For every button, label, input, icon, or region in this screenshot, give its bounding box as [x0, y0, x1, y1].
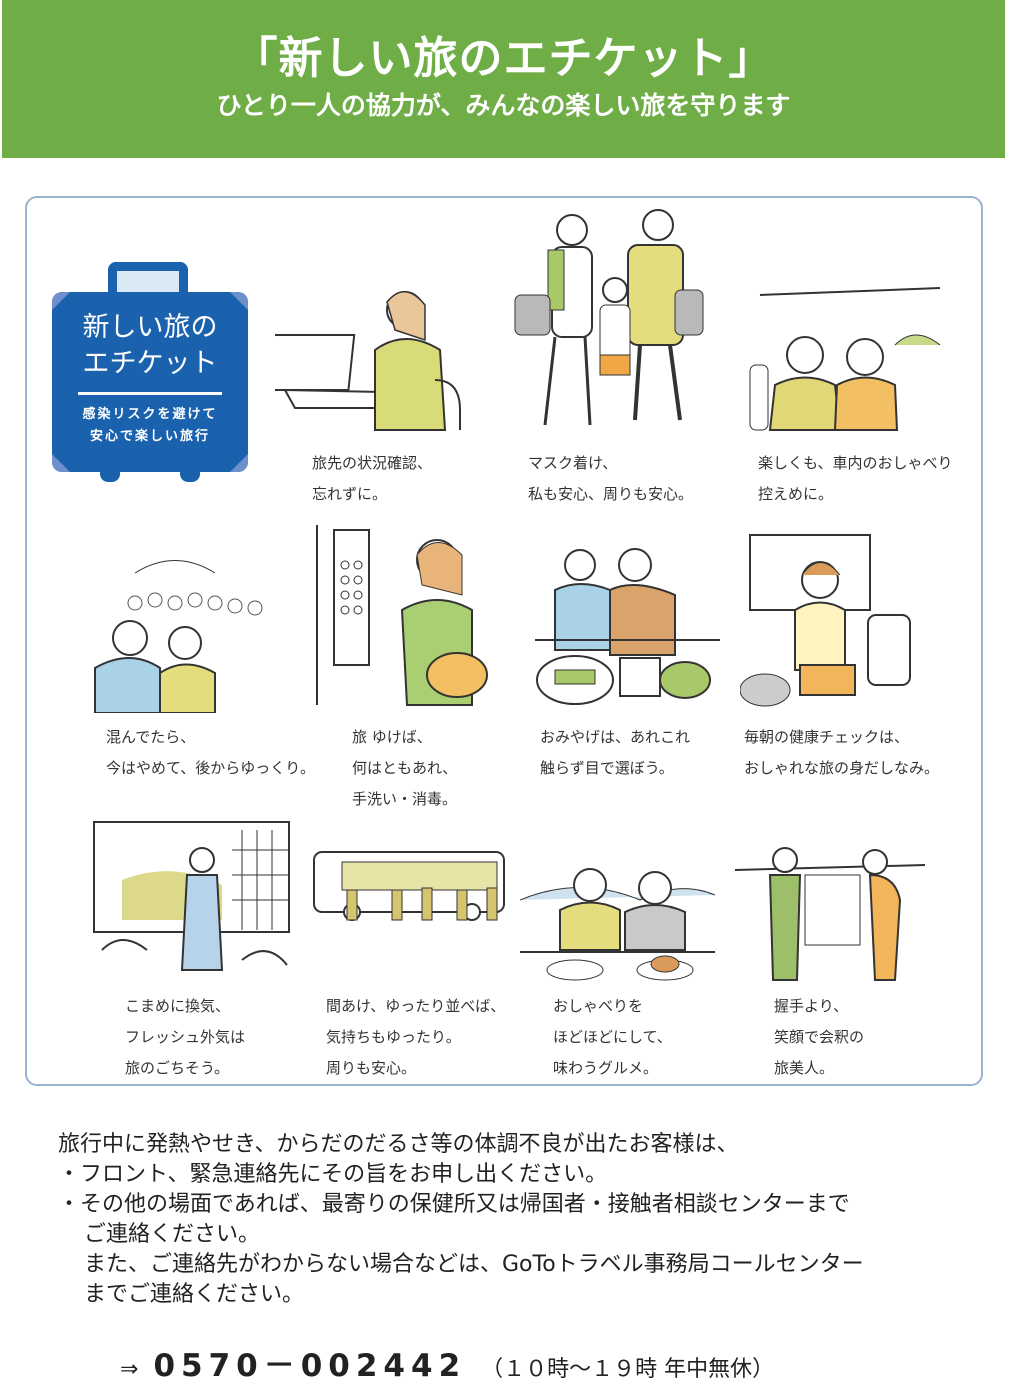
logo-title-line2: エチケット [82, 348, 218, 379]
caption-line: 混んでたら、 [106, 728, 196, 746]
crowd-avoidance-illustration [94, 560, 263, 713]
contact-line: ⇒ 0570－002442 （１０時～１９時 年中無休） [120, 1340, 774, 1385]
health-check-illustration [740, 534, 911, 707]
caption-line: 味わうグルメ。 [553, 1059, 659, 1077]
caption-line: 握手より、 [774, 997, 849, 1015]
page-title: 「新しい旅のエチケット」 [233, 33, 774, 84]
souvenir-shopping-illustration [535, 548, 720, 705]
logo-divider [78, 392, 222, 395]
notice-intro: 旅行中に発熱やせき、からだのだるさ等の体調不良が出たお客様は、 [58, 1132, 739, 1157]
notice-call-center-line1: また、ご連絡先がわからない場合などは、GoToトラベル事務局コールセンター [84, 1252, 864, 1277]
caption-line: 旅 ゆけば、 [352, 728, 432, 746]
caption-line: 気持ちもゆったり。 [326, 1028, 461, 1046]
caption-line: おしゃれな旅の身だしなみ。 [744, 759, 940, 777]
panel-caption-bow-greeting: 握手より、笑顔で会釈の旅美人。 [774, 991, 864, 1084]
caption-line: 私も安心、周りも安心。 [528, 485, 694, 503]
caption-line: フレッシュ外気は [125, 1028, 246, 1046]
dining-illustration [520, 868, 715, 981]
caption-line: 旅先の状況確認、 [312, 454, 433, 472]
caption-line: 触らず目で選ぼう。 [540, 759, 674, 777]
caption-line: おみやげは、あれこれ [540, 728, 691, 746]
phone-number[interactable]: 0570－002442 [153, 1348, 467, 1384]
ventilation-illustration [93, 821, 290, 971]
caption-line: 毎朝の健康チェックは、 [744, 728, 910, 746]
caption-line: 間あけ、ゆったり並べば、 [326, 997, 506, 1015]
etiquette-card [25, 196, 983, 1086]
caption-line: 楽しくも、車内のおしゃべり [758, 454, 953, 472]
panel-caption-avoid-crowds: 混んでたら、今はやめて、後からゆっくり。 [106, 722, 315, 784]
caption-line: こまめに換気、 [125, 997, 231, 1015]
caption-line: 旅美人。 [774, 1059, 835, 1077]
notice-bullet-health-center: ・その他の場面であれば、最寄りの保健所又は帰国者・接触者相談センターまで [58, 1192, 850, 1217]
caption-line: 周りも安心。 [326, 1059, 417, 1077]
caption-line: 手洗い・消毒。 [352, 790, 458, 808]
page-subtitle: ひとり一人の協力が、みんなの楽しい旅を守ります [216, 91, 791, 120]
panel-caption-handwash: 旅 ゆけば、何はともあれ、手洗い・消毒。 [352, 722, 457, 815]
caption-line: 忘れずに。 [312, 485, 388, 503]
panel-caption-keep-distance: 間あけ、ゆったり並べば、気持ちもゆったり。周りも安心。 [326, 991, 505, 1084]
wheel-icon [180, 470, 200, 482]
header-banner: 「新しい旅のエチケット」 ひとり一人の協力が、みんなの楽しい旅を守ります [2, 0, 1005, 158]
elevator-handwash-illustration [316, 525, 488, 706]
panel-caption-check-destination: 旅先の状況確認、忘れずに。 [312, 448, 432, 510]
logo-tagline-line2: 安心で楽しい旅行 [89, 429, 210, 444]
caption-line: 控えめに。 [758, 485, 834, 503]
caption-line: 笑顔で会釈の [774, 1028, 865, 1046]
service-hours: （１０時～１９時 年中無休） [481, 1357, 775, 1382]
logo-tagline-line1: 感染リスクを避けて [82, 407, 218, 422]
suitcase-logo: 新しい旅のエチケット 感染リスクを避けて安心で楽しい旅行 [52, 262, 248, 484]
panel-caption-ventilation: こまめに換気、フレッシュ外気は旅のごちそう。 [125, 991, 245, 1084]
panel-caption-quiet-in-car: 楽しくも、車内のおしゃべり控えめに。 [758, 448, 953, 510]
logo-title-line1: 新しい旅の [82, 312, 218, 343]
panel-caption-souvenirs: おみやげは、あれこれ触らず目で選ぼう。 [540, 722, 690, 784]
notice-call-center-line2: までご連絡ください。 [84, 1282, 305, 1307]
laptop-woman-illustration [275, 291, 461, 431]
caption-line: マスク着け、 [528, 454, 618, 472]
caption-line: おしゃべりを [553, 997, 644, 1015]
panel-caption-wear-mask: マスク着け、私も安心、周りも安心。 [528, 448, 693, 510]
wheel-icon [100, 470, 120, 482]
caption-line: ほどほどにして、 [553, 1028, 672, 1046]
caption-line: 旅のごちそう。 [125, 1059, 230, 1077]
bowing-greeting-illustration [735, 847, 925, 981]
caption-line: 何はともあれ、 [352, 759, 458, 777]
illness-notice: 旅行中に発熱やせき、からだのだるさ等の体調不良が出たお客様は、 ・フロント、緊急… [58, 1130, 864, 1310]
panel-caption-health-check: 毎朝の健康チェックは、おしゃれな旅の身だしなみ。 [744, 722, 939, 784]
masked-family-illustration [514, 209, 704, 426]
notice-bullet-health-center-cont: ご連絡ください。 [84, 1222, 261, 1247]
caption-line: 今はやめて、後からゆっくり。 [106, 759, 315, 777]
notice-bullet-front-desk: ・フロント、緊急連絡先にその旨をお申し出ください。 [58, 1162, 608, 1187]
panel-caption-quiet-dining: おしゃべりをほどほどにして、味わうグルメ。 [553, 991, 672, 1084]
bus-queue-illustration [313, 851, 505, 921]
train-passengers-illustration [749, 287, 941, 431]
suitcase-body: 新しい旅のエチケット 感染リスクを避けて安心で楽しい旅行 [52, 292, 248, 472]
arrow-icon: ⇒ [120, 1357, 139, 1382]
